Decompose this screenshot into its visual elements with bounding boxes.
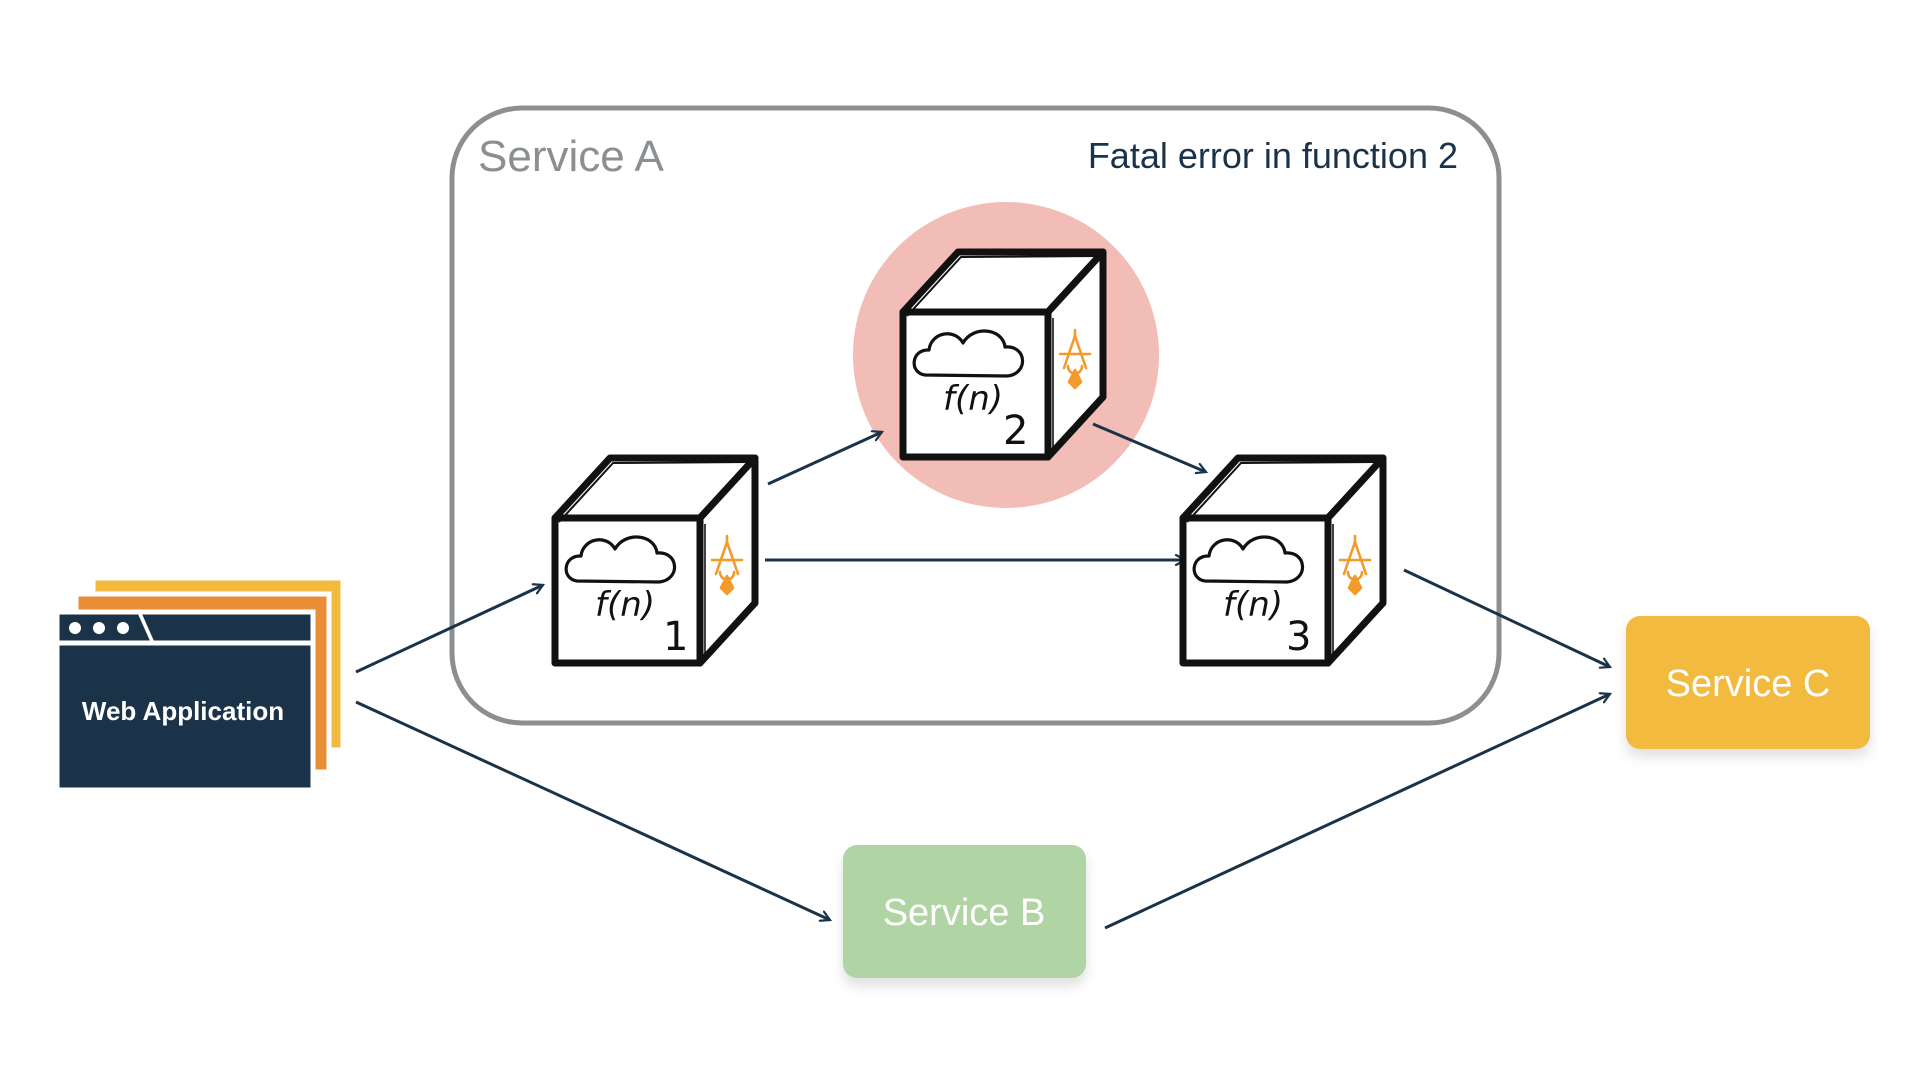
function-1-number: 1: [663, 614, 688, 660]
function-2-node: f(n) 2: [903, 252, 1103, 457]
service-b-label: Service B: [883, 892, 1046, 934]
service-b-box: [843, 845, 1086, 978]
service-a-container: [449, 105, 1502, 726]
web-app-tab-notch: [138, 614, 154, 641]
browser-window-dots-icon: [69, 622, 129, 634]
service-b-node: [843, 845, 1086, 978]
service-c-node: [1626, 616, 1870, 749]
arrow-function-2-to-function-3: [1092, 422, 1206, 472]
cloud-function-icon: [555, 458, 755, 663]
arrow-function-3-to-service-c: [1403, 568, 1610, 667]
service-c-box: [1626, 616, 1870, 749]
function-1-label: f(n): [595, 585, 655, 625]
function-2-number: 2: [1003, 408, 1028, 454]
function-3-number: 3: [1286, 614, 1311, 660]
function-3-label: f(n): [1223, 585, 1283, 625]
arrow-webapp-to-service-b: [355, 700, 830, 920]
fatal-error-note: Fatal error in function 2: [1088, 135, 1458, 176]
arrow-webapp-to-function-1: [355, 585, 543, 674]
function-1-node: f(n) 1: [555, 458, 755, 663]
web-app-label: Web Application: [82, 696, 284, 726]
arrow-function-1-to-function-2: [767, 432, 882, 486]
web-application-node: Web Application: [54, 575, 346, 793]
service-c-label: Service C: [1666, 663, 1831, 705]
cloud-function-icon: [1183, 458, 1383, 663]
function-3-node: f(n) 3: [1183, 458, 1383, 663]
arrow-service-b-to-service-c: [1104, 694, 1610, 930]
function-2-label: f(n): [943, 379, 1003, 419]
service-a-title: Service A: [478, 132, 665, 181]
